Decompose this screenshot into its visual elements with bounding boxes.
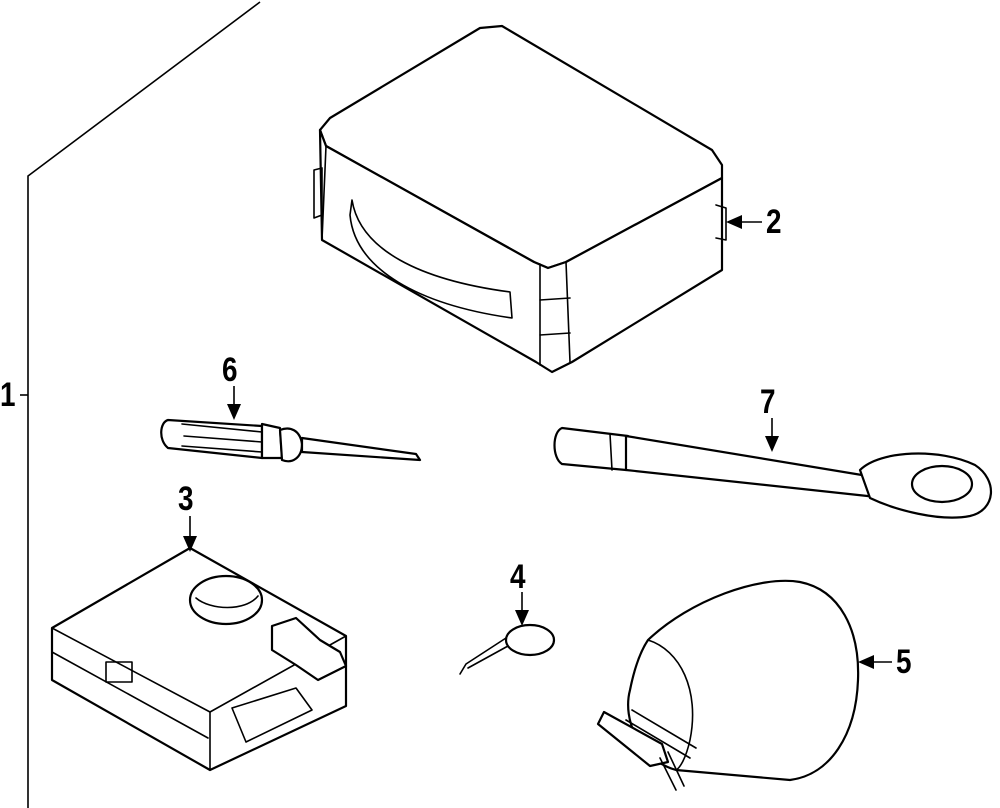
storage-box [313, 24, 727, 374]
callout-2-arrow [726, 215, 742, 229]
screwdriver [160, 418, 422, 463]
compressor [50, 546, 348, 772]
callout-6: 6 [222, 351, 238, 389]
callout-2: 2 [766, 203, 782, 241]
callout-3-arrow [183, 536, 197, 552]
callout-5-arrow [858, 655, 874, 669]
callout-4-arrow [515, 610, 529, 626]
callout-5: 5 [896, 643, 912, 681]
callout-1: 1 [0, 376, 16, 414]
lug-wrench [553, 426, 992, 519]
callout-6-arrow [227, 404, 241, 420]
sealant-bottle [596, 579, 860, 791]
callout-7: 7 [760, 383, 776, 421]
tow-hook [459, 623, 556, 675]
callout-3: 3 [178, 480, 194, 518]
kit-boundary [27, 1, 261, 808]
callout-4: 4 [510, 558, 526, 596]
callout-7-arrow [765, 436, 779, 452]
